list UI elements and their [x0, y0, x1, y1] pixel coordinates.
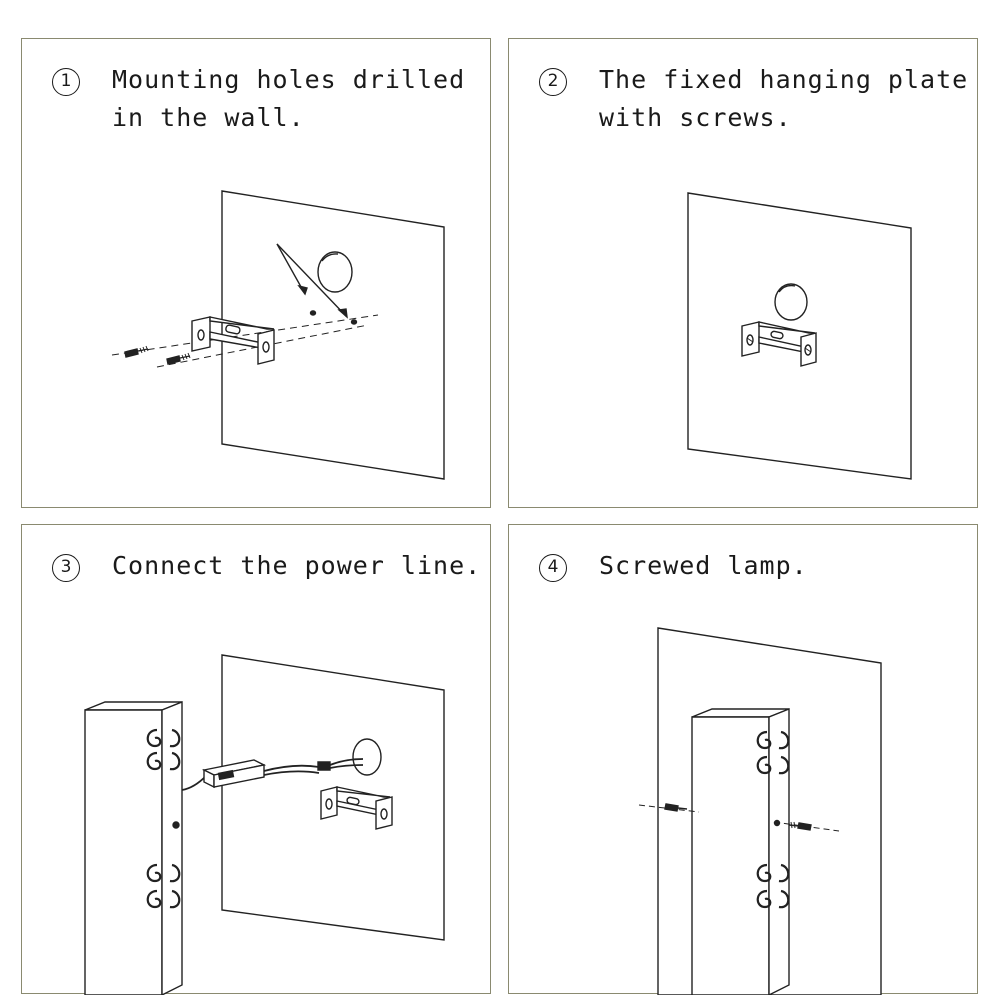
power-cable [264, 766, 319, 771]
step-3-illustration [22, 525, 492, 995]
screw-icon [665, 804, 687, 811]
screw-icon [125, 346, 148, 357]
hanging-plate-bracket [321, 787, 392, 829]
power-cable [182, 776, 206, 790]
step-1-illustration [22, 39, 492, 509]
led-driver-box [204, 760, 264, 787]
wall-board [222, 191, 444, 479]
pointer-arrow [277, 244, 347, 317]
drill-hole [311, 311, 316, 315]
lamp-body [692, 709, 789, 995]
screw-icon [167, 353, 190, 364]
step-4-number-badge: 4 [539, 554, 567, 582]
lamp-body [85, 702, 182, 995]
scroll-ornament-icon [148, 865, 180, 907]
step-2-number-badge: 2 [539, 68, 567, 96]
junction-box [353, 739, 381, 775]
step-3-caption: Connect the power line. [112, 551, 482, 580]
wall-board [688, 193, 911, 479]
step-4-illustration [509, 525, 979, 995]
step-3-number-badge: 3 [52, 554, 80, 582]
step-4-panel: 4 Screwed lamp. [508, 524, 979, 995]
hanging-plate-bracket [742, 322, 816, 366]
wire-connector [318, 762, 330, 770]
step-4-caption: Screwed lamp. [599, 551, 808, 580]
screw-icon [789, 822, 811, 830]
drill-hole [352, 320, 357, 324]
junction-box [775, 284, 807, 320]
step-2-panel: 2 The fixed hanging plate with screws. [508, 38, 978, 508]
power-cable [330, 765, 363, 768]
hanging-plate-bracket [192, 317, 274, 364]
step-1-number-badge: 1 [52, 68, 80, 96]
power-cable [330, 759, 363, 765]
junction-box [318, 252, 352, 292]
step-2-caption: The fixed hanging plate with screws. [599, 65, 969, 132]
step-3-panel: 3 Connect the power line. [21, 524, 492, 995]
scroll-ornament-icon [758, 732, 789, 773]
scroll-ornament-icon [758, 865, 789, 907]
step-1-panel: 1 Mounting holes drilled in the wall. [21, 38, 491, 508]
power-cable [264, 771, 319, 775]
scroll-ornament-icon [148, 730, 180, 769]
step-2-illustration [509, 39, 979, 509]
step-1-caption: Mounting holes drilled in the wall. [112, 65, 466, 132]
